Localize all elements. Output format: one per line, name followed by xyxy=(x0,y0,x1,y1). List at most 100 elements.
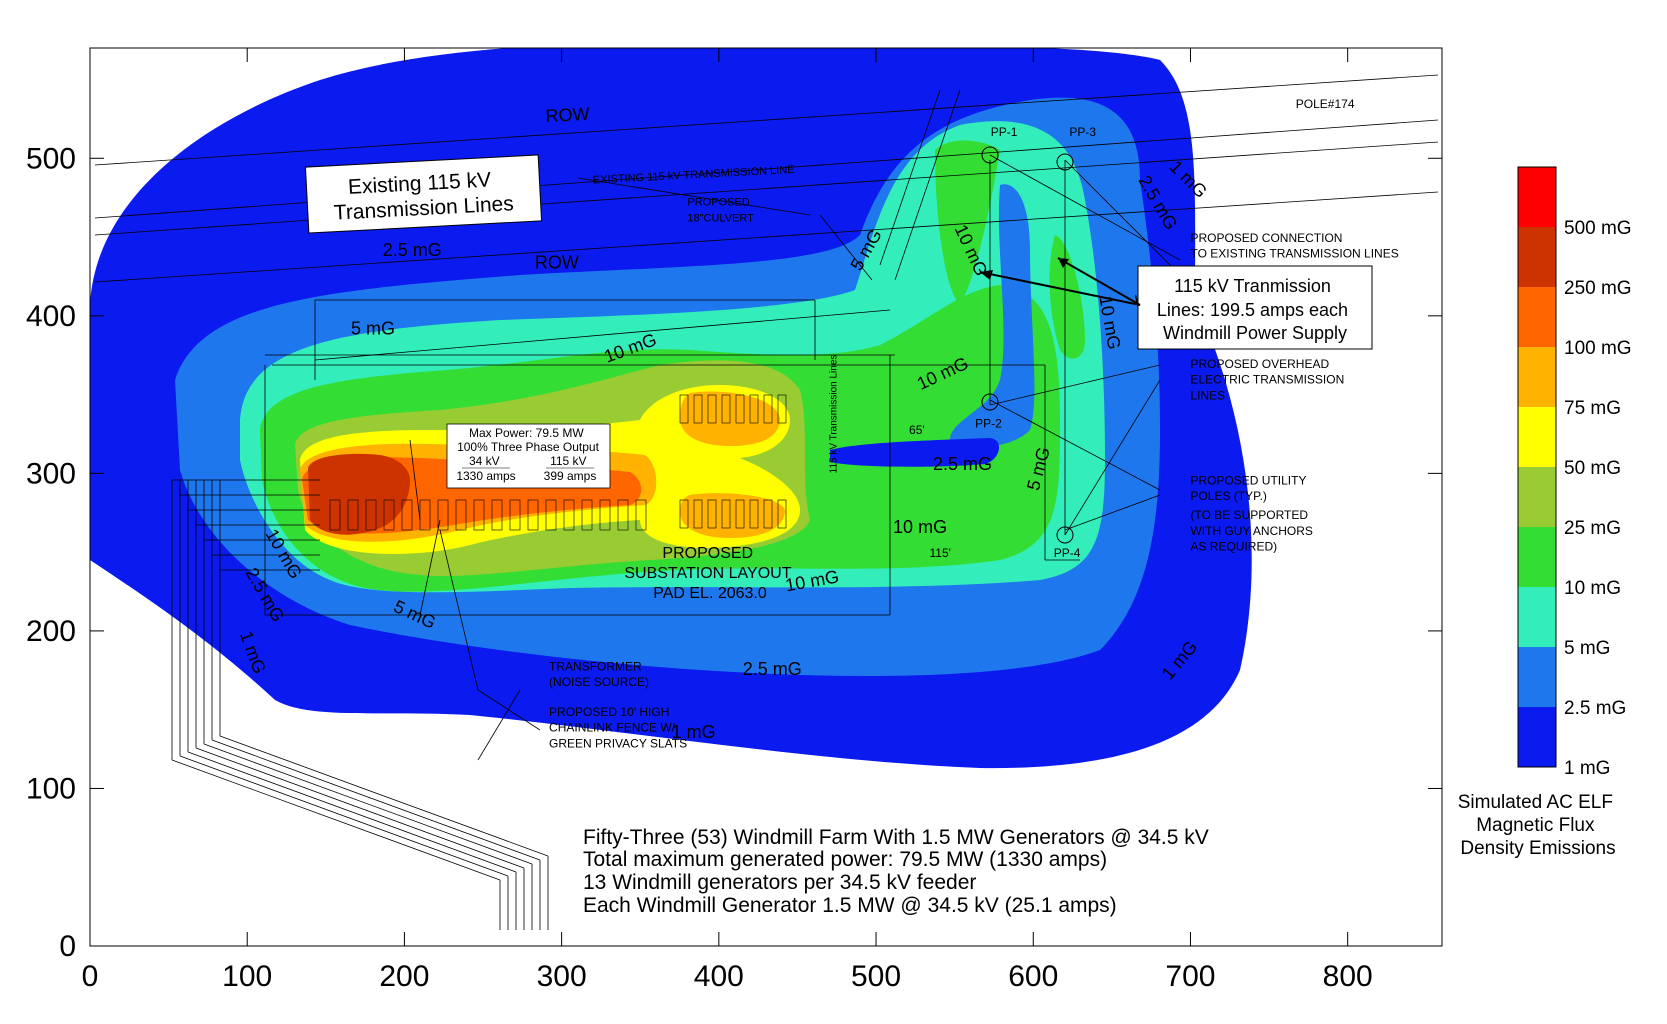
equipment xyxy=(473,499,485,531)
max-power-title: Max Power: 79.5 MW xyxy=(469,426,584,440)
site-label: PROPOSED UTILITY xyxy=(1190,473,1306,487)
equipment xyxy=(721,499,731,529)
site-line xyxy=(989,399,1161,491)
equipment xyxy=(545,499,557,531)
substation-title-line3: PAD EL. 2063.0 xyxy=(653,585,767,602)
max-power-col1-amps: 1330 amps xyxy=(456,469,515,483)
tx-lines-line1: 115 kV Tranmission xyxy=(1174,276,1331,296)
contour-label: 2.5 mG xyxy=(743,659,802,679)
site-label: CHAINLINK FENCE W/ xyxy=(549,721,676,735)
equipment xyxy=(749,499,759,529)
svg-text:Max Power: 79.5 MW 100%: Max Power: 79.5 MW 100% Three Phase Outp… xyxy=(457,426,600,454)
notes-block: Fifty-Three (53) Windmill Farm With 1.5 … xyxy=(583,826,1215,917)
site-label: POLE#174 xyxy=(1296,97,1355,111)
x-tick-label: 800 xyxy=(1323,960,1373,993)
site-line xyxy=(989,154,1181,261)
legend-level-label: 250 mG xyxy=(1564,278,1632,299)
equipment xyxy=(735,394,745,424)
site-line xyxy=(211,739,541,861)
tx-lines-line3: Windmill Power Supply xyxy=(1163,323,1347,343)
y-tick-label: 400 xyxy=(26,300,76,333)
site-line xyxy=(314,309,891,361)
site-line xyxy=(1064,379,1161,536)
site-label: ROW xyxy=(535,253,579,273)
svg-text:Fifty-Three (53) Windmill Farm: Fifty-Three (53) Windmill Farm With 1.5 … xyxy=(583,826,1215,917)
site-label: 65' xyxy=(909,423,925,437)
x-tick-label: 500 xyxy=(851,960,901,993)
site-label: GREEN PRIVACY SLATS xyxy=(549,736,687,750)
equipment xyxy=(693,499,703,529)
legend-swatch xyxy=(1518,647,1556,707)
equipment xyxy=(763,394,773,424)
site-line xyxy=(577,177,811,216)
site-line xyxy=(477,689,521,761)
equipment xyxy=(777,499,787,529)
hole-1-mG-channel xyxy=(830,438,1000,467)
legend-level-label: 2.5 mG xyxy=(1564,698,1626,719)
substation-title-line1: PROPOSED xyxy=(662,545,753,562)
equipment xyxy=(679,394,689,424)
contour-bands xyxy=(90,48,1252,769)
legend-swatch xyxy=(1518,587,1556,647)
max-power-col2-amps: 399 amps xyxy=(544,469,597,483)
equipment xyxy=(707,499,717,529)
site-line xyxy=(894,89,961,281)
y-tick-label: 100 xyxy=(26,772,76,805)
legend-level-label: 50 mG xyxy=(1564,458,1621,479)
equipment xyxy=(365,499,377,531)
equipment xyxy=(401,499,413,531)
equipment xyxy=(777,394,787,424)
legend-swatch xyxy=(1518,227,1556,287)
equipment xyxy=(635,499,647,531)
hole-2.5-mG-right xyxy=(950,184,1035,447)
equipment xyxy=(509,499,521,531)
equipment xyxy=(749,394,759,424)
legend-title-line1: Simulated AC ELF xyxy=(1458,792,1613,813)
site-line xyxy=(179,755,509,877)
legend-swatch xyxy=(1518,167,1556,227)
site-label: 115' xyxy=(929,546,950,560)
max-power-col2-kv: 115 kV xyxy=(550,454,586,468)
site-label: PP-4 xyxy=(1054,546,1081,560)
band-250-mG xyxy=(308,453,410,535)
site-line xyxy=(1064,494,1161,531)
site-line xyxy=(219,735,549,857)
site-label: PP-3 xyxy=(1069,125,1096,139)
legend-level-label: 10 mG xyxy=(1564,578,1621,599)
legend-level-label: 500 mG xyxy=(1564,218,1632,239)
svg-text:34 kV 1330 amps: 34 kV 1330 amps xyxy=(456,454,515,483)
contour-label: 10 mG xyxy=(893,517,947,537)
site-label: POLES (TYP.) xyxy=(1190,489,1266,503)
site-line xyxy=(195,747,525,869)
site-line xyxy=(419,519,441,616)
x-tick-label: 600 xyxy=(1008,960,1058,993)
utility-pole xyxy=(1056,153,1074,171)
svg-text:PROPOSED SUBSTATION LAYO: PROPOSED SUBSTATION LAYOUT PAD EL. 2063.… xyxy=(624,545,795,602)
site-label: (NOISE SOURCE) xyxy=(549,675,649,689)
equipment xyxy=(437,499,449,531)
equipment xyxy=(763,499,773,529)
max-power-subtitle: 100% Three Phase Output xyxy=(457,440,600,454)
site-line xyxy=(989,364,1161,406)
equipment xyxy=(721,394,731,424)
contour-label: 2.5 mG xyxy=(933,454,992,474)
hole-10-mG-pp2 xyxy=(953,359,990,407)
site-label: 115 kV Transmission Lines xyxy=(829,355,840,474)
utility-pole xyxy=(981,146,999,164)
note-4: Each Windmill Generator 1.5 MW @ 34.5 kV… xyxy=(583,894,1117,917)
x-tick-label: 700 xyxy=(1165,960,1215,993)
equipment xyxy=(693,394,703,424)
equipment xyxy=(707,394,717,424)
note-3: 13 Windmill generators per 34.5 kV feede… xyxy=(583,871,976,894)
equipment xyxy=(679,499,689,529)
equipment xyxy=(735,499,745,529)
site-line xyxy=(879,89,941,266)
site-label: PROPOSED xyxy=(687,197,749,209)
legend-frame xyxy=(1517,166,1557,768)
x-tick-label: 300 xyxy=(537,960,587,993)
y-tick-label: 200 xyxy=(26,615,76,648)
